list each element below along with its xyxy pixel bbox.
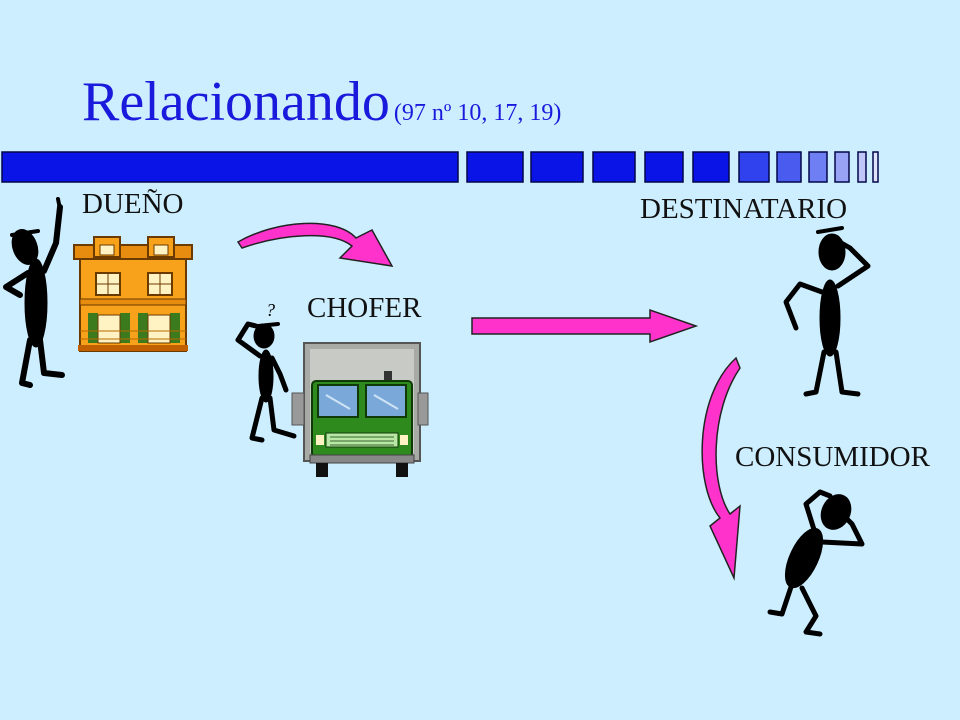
slide-title: Relacionando (97 nº 10, 17, 19) — [82, 70, 561, 134]
label-consumer: CONSUMIDOR — [735, 441, 930, 473]
label-driver: CHOFER — [307, 292, 422, 324]
label-recipient: DESTINATARIO — [640, 193, 848, 225]
recipient-figure-icon — [783, 226, 871, 397]
truck-icon — [291, 342, 429, 477]
owner-figure-icon — [3, 197, 65, 388]
curved-arrow-owner-to-driver — [236, 222, 394, 267]
question-mark: ? — [266, 300, 275, 320]
title-subtitle: (97 nº 10, 17, 19) — [393, 100, 562, 126]
straight-arrow-driver-to-recipient — [471, 308, 699, 344]
curved-arrow-recipient-to-consumer — [701, 356, 741, 581]
title-main: Relacionando — [82, 71, 390, 133]
driver-figure-icon — [235, 321, 297, 443]
consumer-figure-icon — [767, 489, 865, 637]
label-owner: DUEÑO — [82, 188, 184, 220]
decorative-segment-bar — [1, 151, 879, 183]
house-icon — [73, 236, 193, 352]
